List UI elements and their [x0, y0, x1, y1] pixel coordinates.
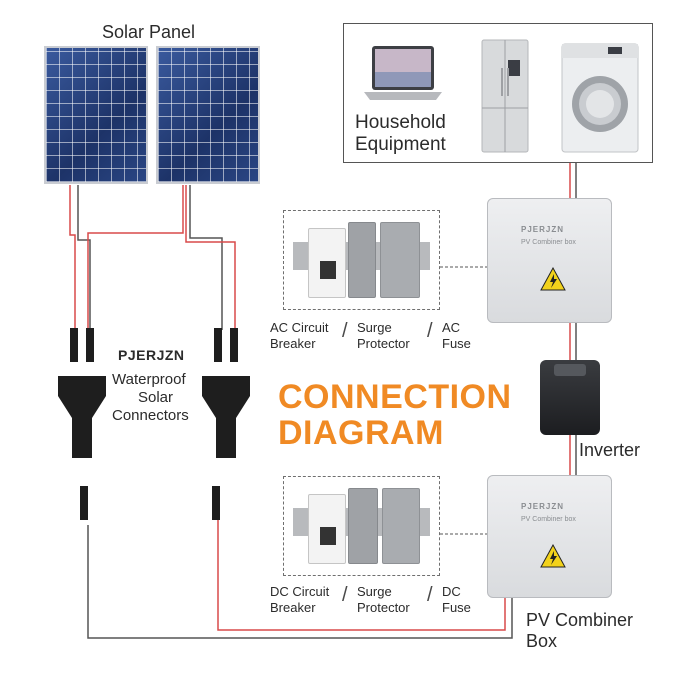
dc-breaker-label-line1: DC Circuit: [270, 584, 330, 599]
wire-bottom-dark: [87, 525, 513, 639]
household-label-line1: Household: [355, 112, 446, 133]
dc-surge-label-line1: Surge: [357, 584, 392, 599]
dc-box-sub: PV Combiner box: [521, 516, 576, 523]
inverter-device: [540, 360, 600, 435]
waterproof-connectors-left: [58, 328, 106, 520]
ac-surge-label-line1: Surge: [357, 320, 392, 335]
waterproof-label-line2: Solar: [138, 389, 174, 406]
household-label-line2: Equipment: [355, 134, 446, 155]
dc-separator-2: /: [427, 584, 433, 606]
ac-breaker-label-line1: AC Circuit: [270, 320, 329, 335]
waterproof-label-line3: Connectors: [112, 407, 189, 424]
ac-fuse-label-line2: Fuse: [442, 336, 471, 351]
dc-surge-label-line2: Protector: [357, 600, 410, 615]
solar-panel-right: [156, 46, 260, 184]
dc-components-box: [283, 476, 440, 576]
ac-separator-2: /: [427, 320, 433, 342]
wire-panel-left-red: [69, 185, 76, 330]
ac-box-sub: PV Combiner box: [521, 239, 576, 246]
dc-fuse-label-line1: DC: [442, 584, 461, 599]
dc-breaker-label-line2: Breaker: [270, 600, 316, 615]
brand-label: PJERJZN: [118, 347, 185, 363]
laptop-icon: [364, 46, 442, 100]
wire-panel-right-red: [87, 185, 184, 330]
household-box: [343, 23, 653, 163]
dc-fuse-label-line2: Fuse: [442, 600, 471, 615]
ac-fuse: [380, 222, 420, 298]
dc-combiner-box: PJERJZN PV Combiner box: [487, 475, 612, 598]
inverter-label: Inverter: [579, 440, 641, 460]
ac-components-box: [283, 210, 440, 310]
ac-separator-1: /: [342, 320, 348, 342]
diagram-title-line1: CONNECTION: [278, 378, 512, 416]
ac-breaker-label-line2: Breaker: [270, 336, 316, 351]
ac-combiner-box: PJERJZN PV Combiner box: [487, 198, 612, 323]
pv-combiner-label-line2: Box: [526, 631, 558, 651]
diagram-title-line2: DIAGRAM: [278, 414, 444, 452]
ac-surge-protector: [348, 222, 376, 298]
ac-fuse-label-line1: AC: [442, 320, 461, 335]
wire-panel-right-dark: [189, 185, 223, 330]
warning-icon: [540, 267, 566, 291]
dc-separator-1: /: [342, 584, 348, 606]
dc-surge-protector: [348, 488, 378, 564]
pv-combiner-label-line1: PV Combiner: [526, 610, 634, 630]
ac-box-brand: PJERJZN: [521, 225, 565, 234]
dc-box-brand: PJERJZN: [521, 502, 565, 511]
warning-icon: [540, 544, 566, 568]
wire-panel-left-dark: [77, 185, 91, 330]
ac-surge-label-line2: Protector: [357, 336, 410, 351]
solar-panel-left: [44, 46, 148, 184]
ac-circuit-breaker: [308, 228, 346, 298]
washing-machine-icon: [561, 43, 639, 153]
dc-fuse: [382, 488, 420, 564]
waterproof-label-line1: Waterproof: [112, 371, 186, 388]
wire-bottom-red: [217, 515, 506, 631]
wire-panel-right-dark-2: [185, 185, 236, 330]
solar-panel-label: Solar Panel: [102, 22, 196, 42]
dc-circuit-breaker: [308, 494, 346, 564]
waterproof-connectors-right: [202, 328, 250, 520]
refrigerator-icon: [481, 39, 529, 153]
